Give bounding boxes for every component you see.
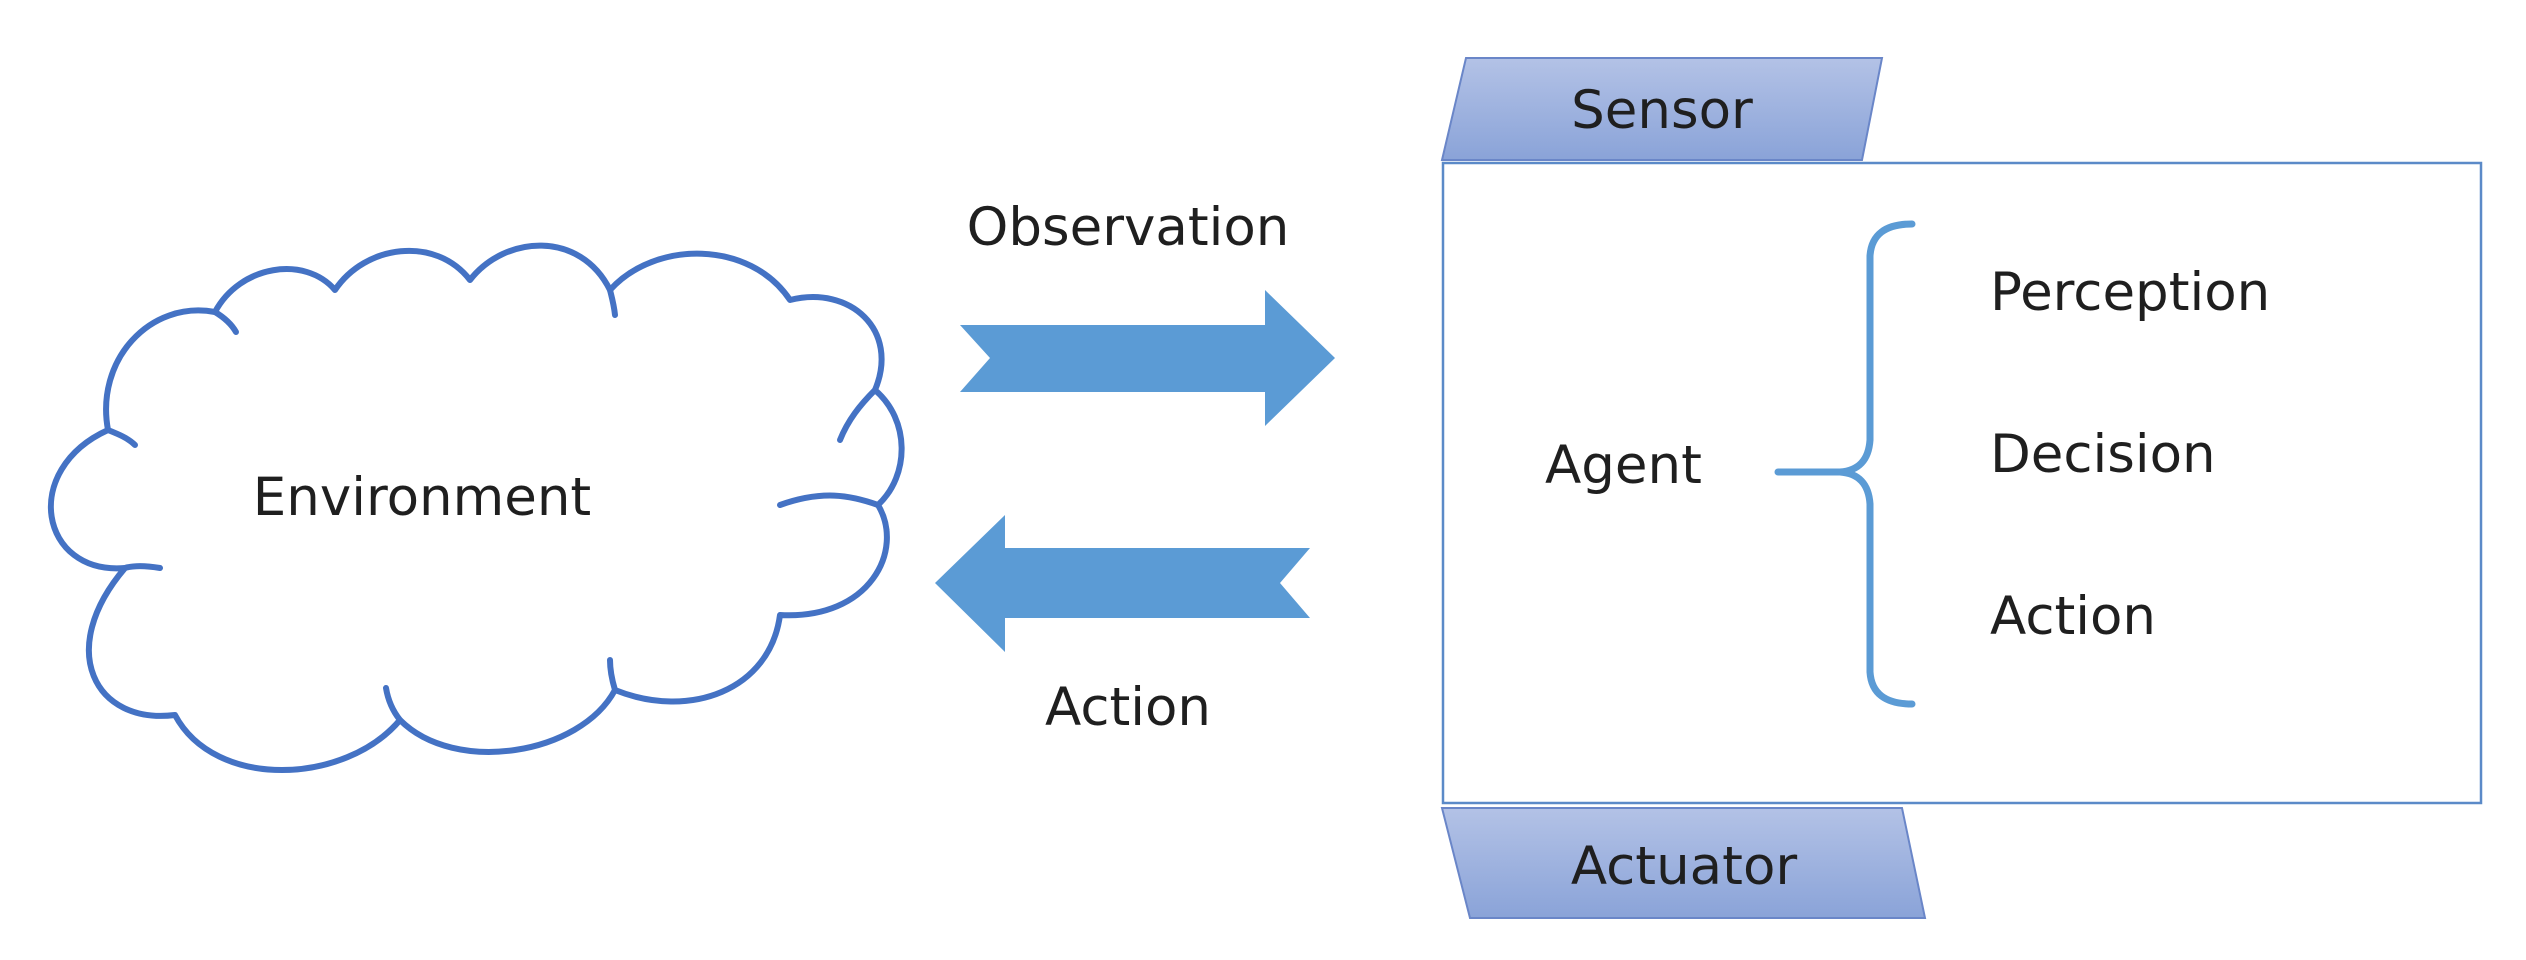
agent-box-frame — [1441, 161, 2483, 805]
action-arrow: Action — [935, 515, 1310, 738]
cloud-inner-stroke-7 — [212, 309, 239, 335]
cloud-outline — [48, 242, 905, 773]
cloud-inner-stroke-4 — [383, 685, 403, 723]
cloud-inner-stroke-1 — [105, 427, 138, 448]
cloud-inner-stroke-8 — [607, 287, 618, 318]
action-label: Action — [1045, 677, 1211, 738]
observation-label: Observation — [967, 197, 1290, 258]
agent-label: Agent — [1545, 435, 1702, 496]
component-perception: Perception — [1990, 262, 2270, 323]
curly-brace — [1774, 220, 1916, 708]
action-arrow-shape — [935, 515, 1310, 652]
cloud-inner-stroke-5 — [607, 657, 618, 693]
environment-cloud: Environment — [48, 242, 905, 773]
observation-arrow-shape — [960, 290, 1335, 426]
sensor-label: Sensor — [1571, 80, 1753, 141]
agent-box: Sensor Actuator Agent Perception Decisio… — [1440, 57, 2483, 919]
component-decision: Decision — [1990, 424, 2216, 485]
cloud-inner-stroke-2 — [837, 387, 878, 443]
actuator-label: Actuator — [1571, 836, 1798, 897]
component-action: Action — [1990, 586, 2156, 647]
sensor-tab — [1440, 57, 1884, 161]
cloud-inner-stroke-6 — [122, 563, 163, 571]
actuator-tab — [1440, 807, 1927, 919]
environment-label: Environment — [253, 467, 591, 528]
cloud-inner-stroke-3 — [777, 492, 881, 508]
observation-arrow: Observation — [960, 197, 1335, 426]
